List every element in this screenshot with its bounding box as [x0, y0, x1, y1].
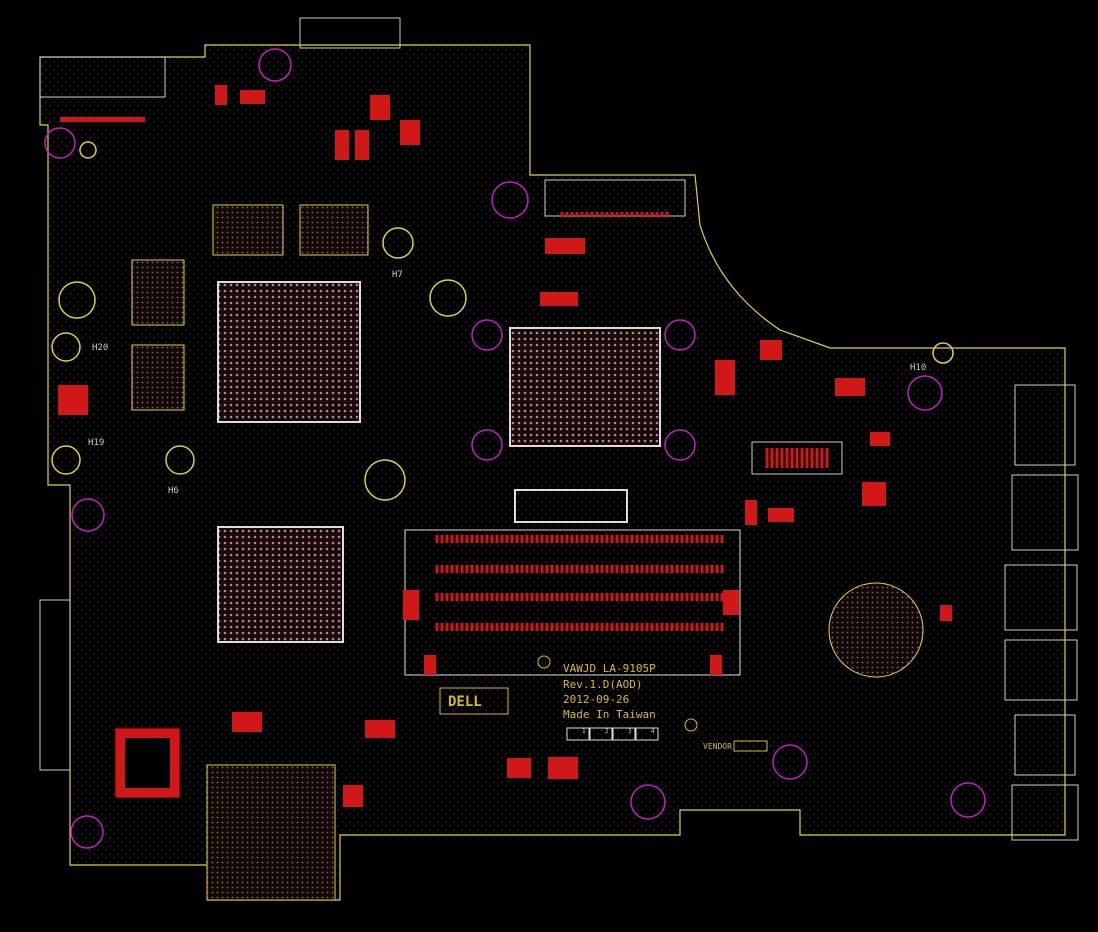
lvds-pins [560, 212, 670, 217]
ec-chip-body [125, 738, 170, 788]
hole-label-h19: H19 [88, 438, 104, 448]
cpu-chip [509, 327, 661, 447]
ram-pins-4 [435, 623, 725, 631]
marking-e-icon [537, 655, 551, 669]
pch-chip [217, 526, 344, 643]
io-connectors [39, 384, 1079, 841]
ram-pins-3 [435, 593, 725, 601]
pad-group [566, 727, 659, 741]
vram-2 [299, 204, 369, 256]
pad-strip [60, 117, 145, 122]
top-connector [299, 17, 401, 49]
board-model: VAWJD LA-9105P [563, 662, 656, 675]
board-revision: Rev.1.D(AOD) [563, 678, 642, 691]
vram-1 [212, 204, 284, 256]
fpc-pins [765, 448, 830, 468]
pad-number: 1 [582, 728, 586, 735]
vram-3 [131, 259, 185, 326]
board-origin: Made In Taiwan [563, 708, 656, 721]
hole-label-h20: H20 [92, 343, 108, 353]
board-date: 2012-09-26 [563, 693, 629, 706]
power-jack [39, 56, 166, 98]
ram-slot-keepout [514, 489, 628, 523]
dell-logo [439, 687, 509, 715]
gpu-chip [217, 281, 361, 423]
ram-pins-1 [435, 535, 725, 543]
pad-number: 2 [605, 728, 609, 735]
pad-number: 4 [651, 728, 655, 735]
coin-battery [828, 582, 924, 678]
dell-logo-text: DELL [448, 694, 482, 710]
fpc-connector [751, 441, 843, 475]
bottom-shield [206, 764, 336, 901]
smd-pads [58, 85, 952, 807]
vram-4 [131, 344, 185, 411]
ground-holes [51, 141, 954, 501]
hole-label-h7: H7 [392, 270, 403, 280]
hole-label-h10: H10 [910, 363, 926, 373]
marking-n-icon [684, 718, 698, 732]
ram-pins-2 [435, 565, 725, 573]
pad-number: 3 [628, 728, 632, 735]
hole-label-h6: H6 [168, 486, 179, 496]
vendor-box [733, 740, 768, 752]
vendor-label: VENDOR [703, 742, 732, 751]
mounting-holes [44, 48, 986, 849]
